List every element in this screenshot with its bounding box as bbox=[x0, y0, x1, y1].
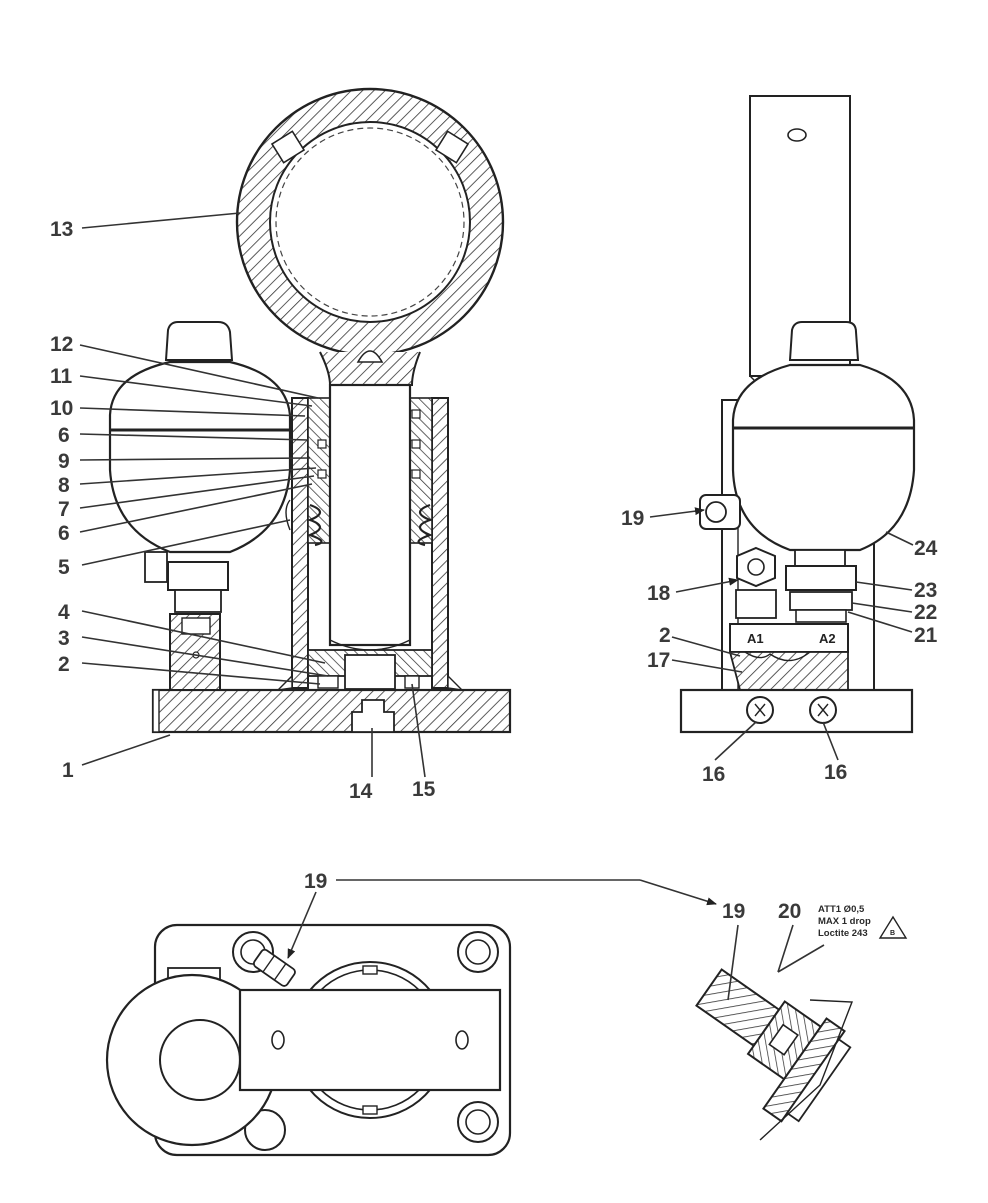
port-a1-label: A1 bbox=[747, 631, 764, 646]
callout-6b: 6 bbox=[58, 522, 70, 545]
callout-6a: 6 bbox=[58, 424, 70, 447]
front-section-view bbox=[108, 87, 512, 734]
note-line-1: ATT1 Ø0,5 bbox=[818, 904, 865, 915]
callout-1: 1 bbox=[62, 759, 74, 782]
port-a2-label: A2 bbox=[819, 631, 836, 646]
top-view bbox=[105, 923, 512, 1157]
callout-8: 8 bbox=[58, 474, 70, 497]
t-slot bbox=[351, 699, 395, 733]
side-view: A1 A2 bbox=[679, 95, 916, 734]
callout-4: 4 bbox=[58, 601, 70, 624]
piston bbox=[328, 383, 412, 647]
base-plate bbox=[151, 688, 512, 734]
callout-20: 20 bbox=[778, 900, 801, 923]
callout-16-left: 16 bbox=[702, 763, 725, 786]
callout-7: 7 bbox=[58, 498, 70, 521]
assembly-note: ATT1 Ø0,5 MAX 1 drop Loctite 243 B bbox=[818, 904, 908, 939]
callout-2-left: 2 bbox=[58, 653, 70, 676]
note-line-2: MAX 1 drop bbox=[818, 916, 871, 927]
callout-3: 3 bbox=[58, 627, 70, 650]
callout-17: 17 bbox=[647, 649, 670, 672]
detail-view bbox=[695, 968, 854, 1141]
side-view-leaders bbox=[649, 507, 914, 761]
callout-11: 11 bbox=[50, 365, 73, 388]
accumulator bbox=[108, 321, 292, 691]
callout-12: 12 bbox=[50, 333, 73, 356]
callout-5: 5 bbox=[58, 556, 70, 579]
callout-18: 18 bbox=[647, 582, 671, 605]
callout-16-right: 16 bbox=[824, 761, 847, 784]
left-view-leaders bbox=[79, 212, 426, 778]
callout-24: 24 bbox=[914, 537, 938, 560]
callout-22: 22 bbox=[914, 601, 937, 624]
callout-14: 14 bbox=[349, 780, 373, 803]
note-symbol: B bbox=[890, 930, 895, 937]
callout-13: 13 bbox=[50, 218, 73, 241]
note-triangle-icon bbox=[878, 915, 908, 939]
bottom-leaders bbox=[287, 879, 825, 1001]
note-line-3: Loctite 243 bbox=[818, 928, 868, 939]
callout-19-top: 19 bbox=[304, 870, 327, 893]
callout-2-side: 2 bbox=[659, 624, 671, 647]
callout-10: 10 bbox=[50, 397, 73, 420]
callout-23: 23 bbox=[914, 579, 937, 602]
callout-15: 15 bbox=[412, 778, 436, 801]
callout-19-side: 19 bbox=[621, 507, 644, 530]
callout-labels: 13 12 11 10 6 9 8 7 6 5 4 3 2 1 14 15 19… bbox=[50, 218, 938, 923]
callout-21: 21 bbox=[914, 624, 938, 647]
callout-19-detail: 19 bbox=[722, 900, 745, 923]
callout-9: 9 bbox=[58, 450, 70, 473]
